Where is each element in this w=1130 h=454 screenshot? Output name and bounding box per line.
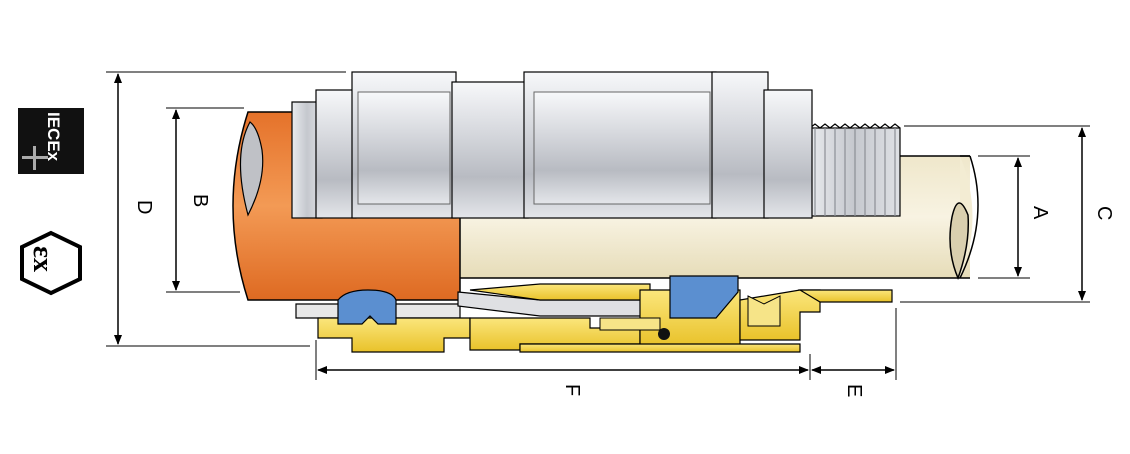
label-c: C: [1093, 206, 1115, 220]
brass-components: [295, 283, 893, 353]
label-a: A: [1029, 206, 1051, 220]
iecex-logo-text: IECEx: [44, 112, 63, 162]
seal-outer: [337, 289, 397, 325]
dimension-a: A: [978, 155, 1051, 279]
o-ring-icon: [658, 328, 670, 340]
label-b: B: [189, 194, 211, 207]
label-d: D: [133, 200, 155, 214]
label-e: E: [843, 384, 865, 397]
dimension-b: B: [166, 107, 244, 293]
dimension-f: F: [315, 340, 811, 396]
dimension-e: E: [811, 308, 897, 397]
seal-inner: [669, 275, 739, 319]
gland-body: [291, 71, 813, 219]
atex-hexagon-icon: εx: [20, 230, 82, 296]
dimension-d: D: [106, 71, 346, 347]
iecex-logo-icon: IECEx: [18, 108, 84, 174]
threaded-entry: [807, 123, 901, 217]
atex-logo-text: εx: [27, 246, 58, 272]
dimension-c: C: [900, 125, 1115, 303]
seals: [337, 275, 739, 325]
label-f: F: [561, 384, 583, 396]
